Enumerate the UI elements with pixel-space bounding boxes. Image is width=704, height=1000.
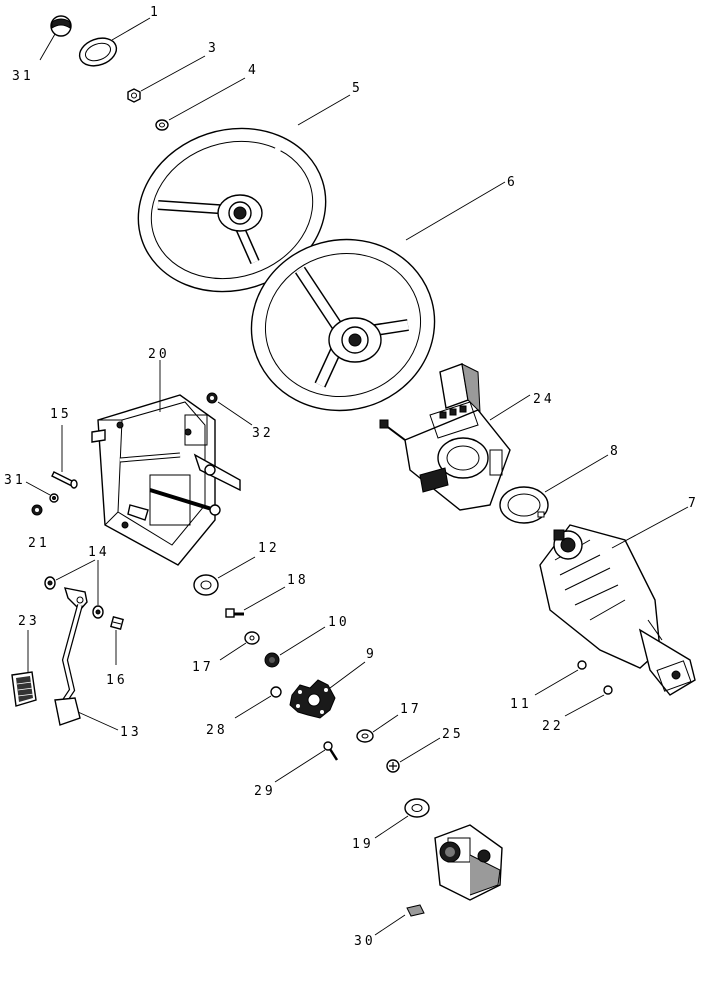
part-7-steering-column[interactable]: [539, 524, 696, 696]
callout-20: 20: [148, 347, 170, 362]
leader-17b: [372, 714, 399, 733]
part-23-pedal-pad[interactable]: [11, 671, 37, 707]
part-12-washer[interactable]: [193, 574, 219, 596]
callout-29: 29: [254, 784, 276, 799]
part-11-nut[interactable]: [577, 660, 587, 670]
part-9-star-plate[interactable]: [289, 679, 336, 719]
leader-13: [77, 711, 119, 731]
part-18-bolt[interactable]: [225, 608, 244, 618]
leader-32: [217, 401, 253, 426]
part-22-washer[interactable]: [603, 685, 613, 695]
callout-28: 28: [206, 723, 228, 738]
part-15-pin[interactable]: [51, 471, 78, 489]
leader-10: [279, 626, 326, 656]
callout-31-top: 31: [12, 69, 34, 84]
leader-7: [611, 506, 689, 549]
leader-6: [405, 181, 506, 241]
callout-14: 14: [88, 545, 110, 560]
leader-24: [489, 394, 531, 421]
part-16-clip[interactable]: [110, 616, 124, 630]
leader-17a: [219, 642, 247, 661]
callout-1: 1: [150, 5, 161, 20]
callout-16: 16: [106, 673, 128, 688]
leader-1: [111, 17, 151, 41]
callout-4: 4: [248, 63, 259, 78]
part-19-washer[interactable]: [404, 798, 430, 818]
part-25-screw[interactable]: [386, 759, 400, 773]
callout-30: 30: [354, 934, 376, 949]
callout-18: 18: [287, 573, 309, 588]
part-21-nut[interactable]: [31, 504, 43, 516]
leader-25: [399, 737, 441, 763]
leader-4: [168, 77, 246, 121]
leader-22: [564, 694, 605, 717]
part-17-washer-upper[interactable]: [244, 631, 260, 645]
part-1-horn-cap[interactable]: [76, 33, 121, 70]
callout-15: 15: [50, 407, 72, 422]
leader-31-mid: [25, 481, 51, 496]
callout-23: 23: [18, 614, 40, 629]
part-28-washer[interactable]: [270, 686, 282, 698]
leader-31-top: [39, 33, 56, 61]
part-8-washer[interactable]: [499, 486, 549, 524]
callout-17-lower: 17: [400, 702, 422, 717]
part-31-washer[interactable]: [49, 493, 59, 503]
leader-12: [217, 556, 256, 579]
callout-11: 11: [510, 697, 532, 712]
callout-22: 22: [542, 719, 564, 734]
part-29-screw[interactable]: [323, 741, 339, 761]
part-13-pedal-arm[interactable]: [54, 587, 88, 726]
steering-valve-unit[interactable]: [434, 824, 503, 901]
callout-5: 5: [352, 81, 363, 96]
part-3-nut[interactable]: [127, 88, 141, 103]
leader-18: [243, 586, 286, 611]
callout-12: 12: [258, 541, 280, 556]
part-24-control-console[interactable]: [379, 363, 511, 511]
leader-29: [274, 749, 326, 783]
leader-14a: [55, 559, 96, 581]
leader-9: [329, 661, 366, 689]
part-31-cap[interactable]: [50, 15, 72, 37]
callout-31-mid: 31: [4, 473, 26, 488]
callout-19: 19: [352, 837, 374, 852]
leader-11: [534, 669, 579, 696]
part-17-washer-lower[interactable]: [356, 729, 374, 743]
callout-3: 3: [208, 41, 219, 56]
part-10-nut[interactable]: [264, 652, 280, 668]
leader-30: [374, 914, 406, 936]
part-4-washer[interactable]: [155, 119, 169, 131]
callout-7: 7: [688, 496, 699, 511]
callout-24: 24: [533, 392, 555, 407]
leader-28: [234, 695, 272, 719]
part-6-steering-wheel[interactable]: [232, 219, 454, 431]
leader-19: [374, 815, 409, 839]
callout-32: 32: [252, 426, 274, 441]
part-20-pedal-bracket[interactable]: [91, 394, 241, 566]
callout-17-upper: 17: [192, 660, 214, 675]
leader-5: [297, 94, 351, 126]
callout-6: 6: [507, 175, 518, 190]
callout-13: 13: [120, 725, 142, 740]
leader-3: [140, 55, 206, 92]
leader-8: [544, 454, 609, 493]
callout-25: 25: [442, 727, 464, 742]
callout-10: 10: [328, 615, 350, 630]
part-32-nut[interactable]: [206, 392, 218, 404]
callout-21: 21: [28, 536, 50, 551]
callout-9: 9: [366, 647, 377, 662]
callout-8: 8: [610, 444, 621, 459]
part-5-steering-wheel[interactable]: [117, 105, 347, 316]
part-14-bushing[interactable]: [44, 576, 104, 619]
part-30-block[interactable]: [406, 904, 425, 917]
